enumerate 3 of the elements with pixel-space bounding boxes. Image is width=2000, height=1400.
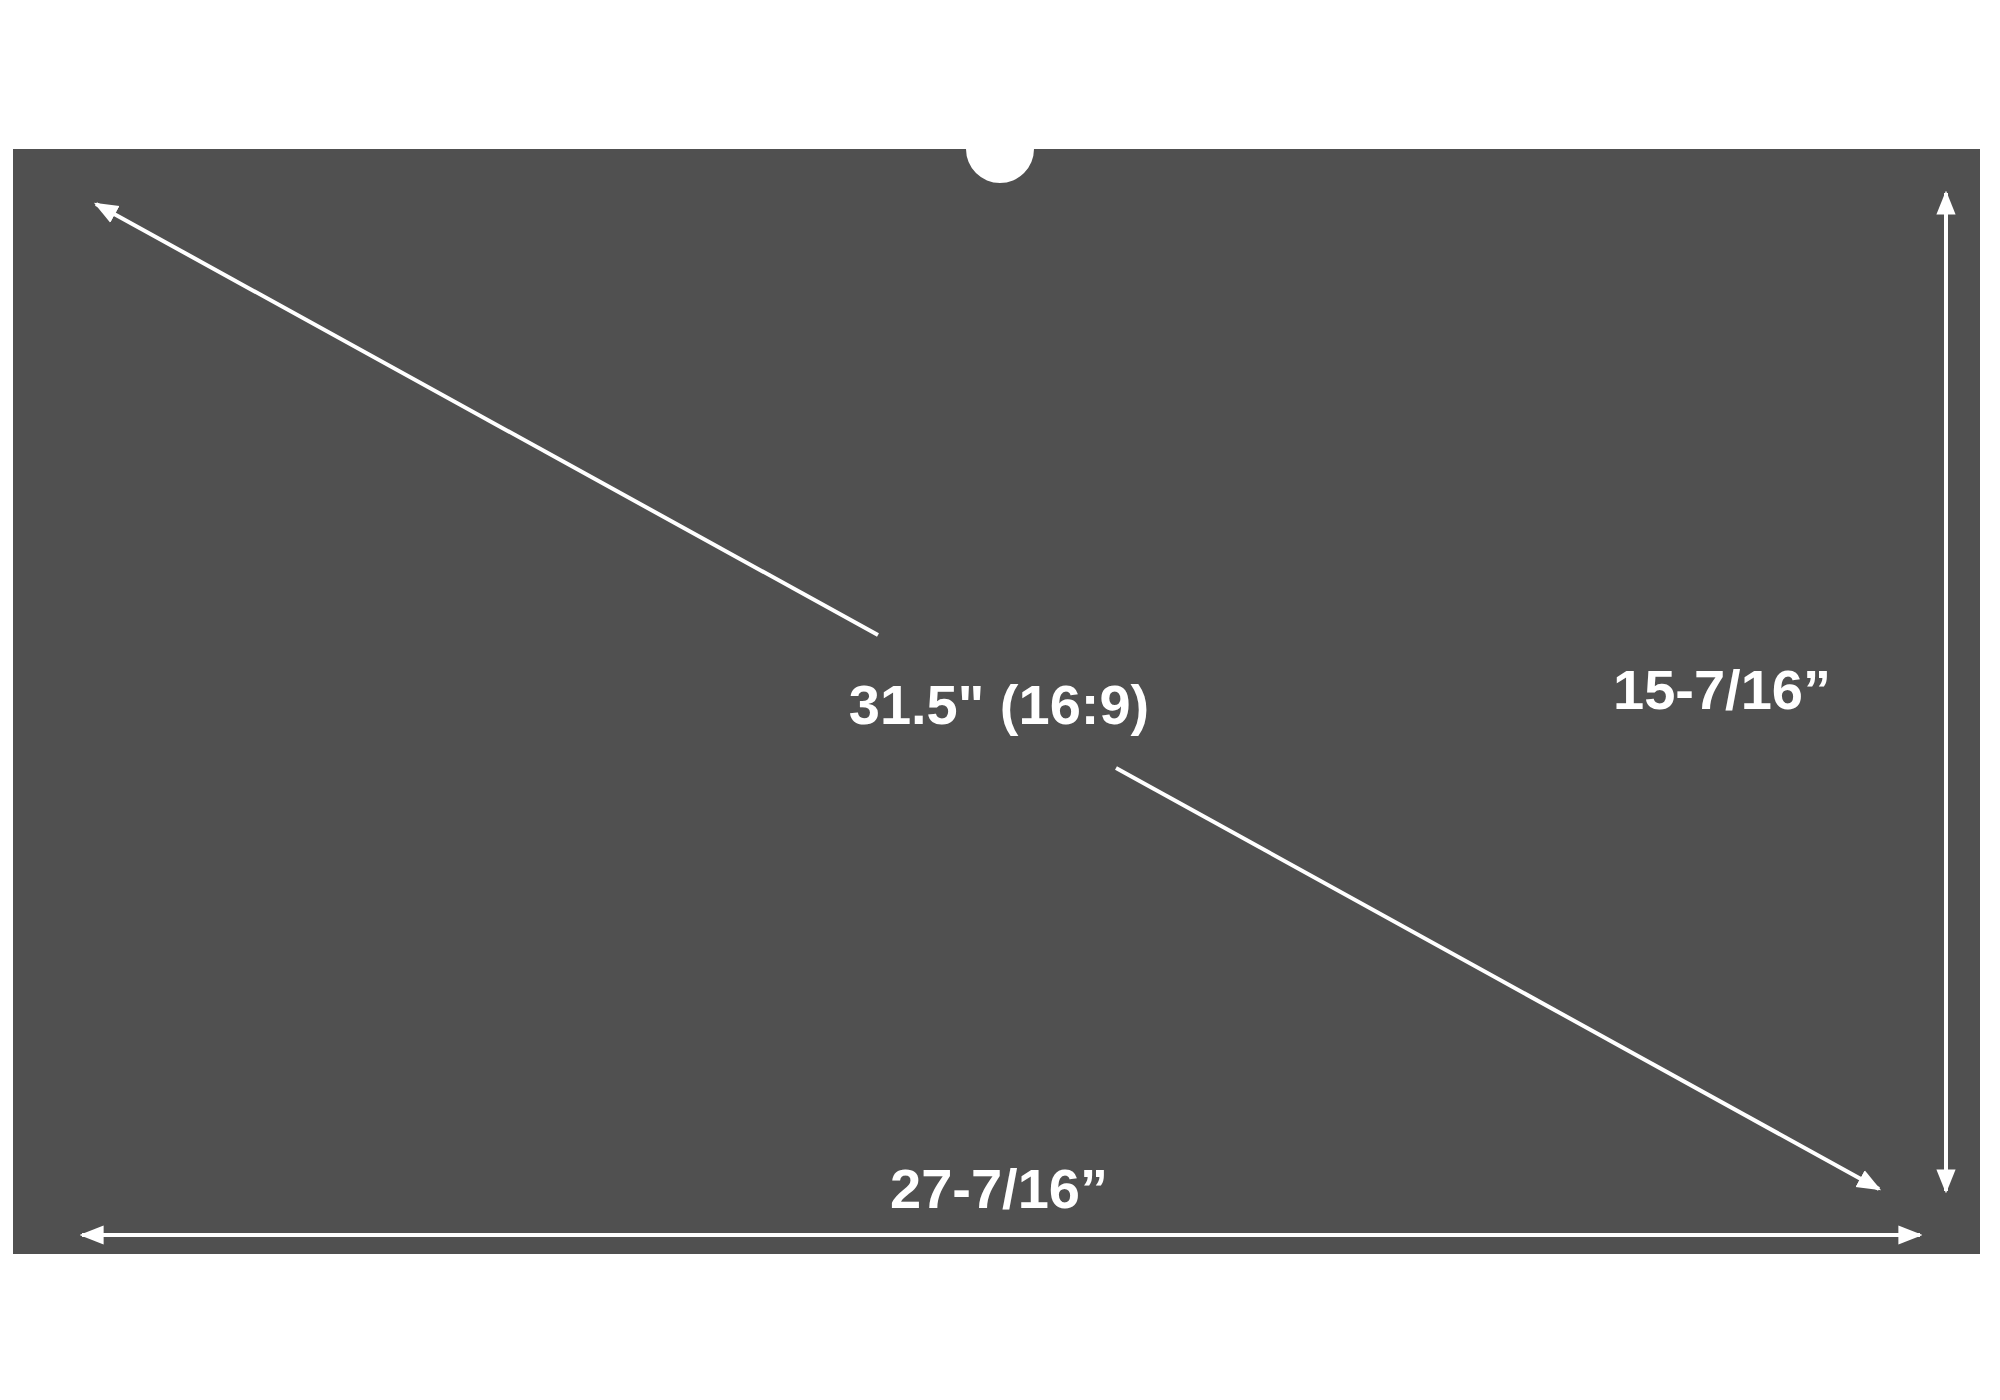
dimension-label: 31.5" (16:9) bbox=[848, 674, 1150, 736]
dimension-label: 27-7/16” bbox=[890, 1158, 1108, 1220]
dimension-label: 15-7/16” bbox=[1613, 659, 1831, 721]
